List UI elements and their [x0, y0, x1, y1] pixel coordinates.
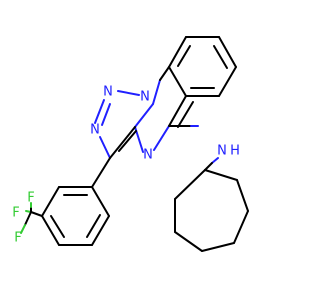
bond: [218, 36, 237, 68]
atom-n-amine: N: [217, 144, 227, 159]
bond: [174, 231, 203, 252]
bond: [218, 66, 237, 97]
bond: [91, 186, 110, 217]
bond: [94, 99, 105, 124]
atom-f-2: F: [12, 206, 19, 221]
bond: [174, 169, 206, 200]
bond: [233, 210, 249, 244]
atom-n-triazole-3: N: [90, 123, 100, 138]
bond: [50, 215, 65, 238]
bond: [24, 211, 32, 226]
bond: [177, 45, 191, 67]
bonds: [20, 36, 249, 252]
bond: [109, 126, 136, 159]
bond: [168, 66, 187, 97]
bond: [236, 179, 249, 212]
atom-h-amine: H: [230, 144, 240, 159]
bond: [91, 215, 110, 246]
bond: [213, 45, 228, 69]
atom-labels: N N N N N H F F F: [12, 85, 240, 246]
bond: [41, 215, 60, 246]
bond: [168, 36, 187, 68]
atom-n-quinazoline: N: [143, 148, 153, 163]
bond: [204, 162, 213, 171]
bond: [168, 95, 187, 127]
bond: [153, 125, 170, 151]
bond: [201, 242, 235, 252]
bond: [152, 79, 161, 105]
bond: [177, 101, 194, 128]
atom-n-triazole-2: N: [103, 85, 113, 100]
bond: [159, 66, 170, 81]
bond: [118, 130, 137, 152]
molecule-structure: N N N N N H F F F: [12, 36, 249, 252]
bond: [91, 157, 111, 188]
bond: [86, 214, 101, 238]
bond: [101, 103, 111, 126]
bond: [20, 224, 26, 234]
bond: [134, 103, 154, 128]
bond: [30, 211, 43, 217]
bond: [41, 186, 60, 217]
atom-n-triazole-1: N: [140, 90, 150, 105]
atom-f-1: F: [27, 191, 34, 206]
bond: [211, 157, 219, 164]
bond: [117, 90, 140, 96]
bond: [99, 136, 111, 159]
atom-f-3: F: [14, 231, 21, 246]
bond: [204, 169, 238, 181]
